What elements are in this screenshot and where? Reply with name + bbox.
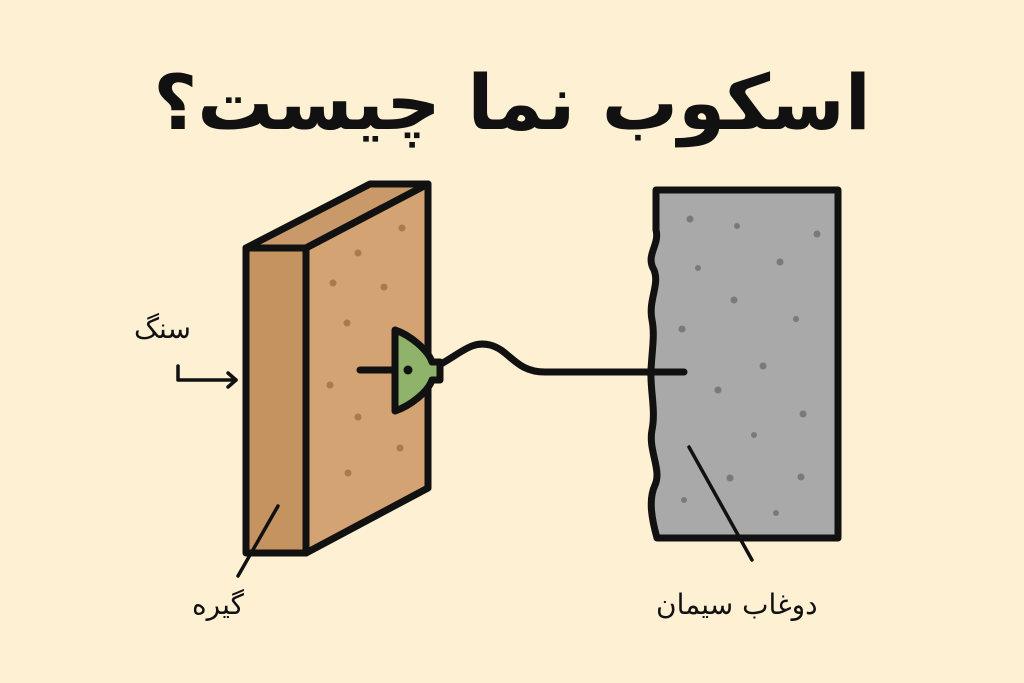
stone-texture-dots: [326, 224, 406, 477]
clamp-leader-line: [236, 504, 280, 578]
anchor-wire: [426, 340, 688, 376]
concrete-wall: [647, 186, 842, 542]
page-title: اسکوب نما چیست؟: [153, 58, 871, 147]
stone-label-arrow: [176, 364, 238, 389]
mortar-leader-line: [687, 445, 754, 562]
mortar-label: دوغاب سیمان: [656, 588, 818, 621]
concrete-texture-dots: [678, 215, 821, 516]
clamp-label: گیره: [192, 588, 244, 621]
stone-label: سنگ: [134, 312, 191, 345]
anchor-clamp: [391, 326, 444, 415]
